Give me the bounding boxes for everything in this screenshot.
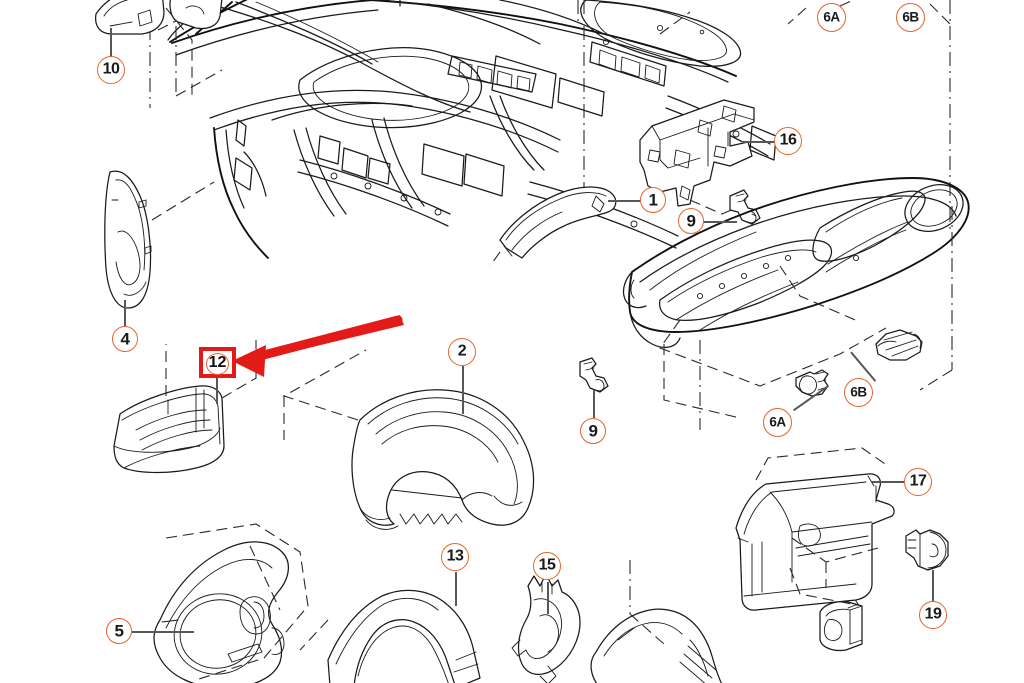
leader-line-19 xyxy=(932,570,934,602)
leader-line-9-upper xyxy=(703,221,737,223)
leader-line-16 xyxy=(742,141,776,143)
bottom-centre-bracket xyxy=(590,560,722,683)
callout-16[interactable]: 16 xyxy=(774,127,802,155)
callout-5-label: 5 xyxy=(114,621,124,640)
callout-10-label: 10 xyxy=(102,60,120,78)
callout-6A[interactable]: 6A xyxy=(763,408,792,437)
leader-line-10 xyxy=(110,28,112,58)
part-17-glovebox-housing xyxy=(735,447,895,611)
callout-2[interactable]: 2 xyxy=(448,338,476,366)
part-19-rotary-damper xyxy=(905,529,949,571)
leader-line-17 xyxy=(872,481,906,483)
callout-2-label: 2 xyxy=(457,342,467,360)
leader-line-5 xyxy=(132,631,194,633)
red-arrow-shaft xyxy=(247,315,403,363)
callout-4-label: 4 xyxy=(120,329,130,348)
callout-19-label: 19 xyxy=(924,605,942,623)
part-9-screw-lower xyxy=(579,357,609,393)
callout-9-lower-label: 9 xyxy=(588,421,598,440)
part-15-clip-bracket xyxy=(511,573,581,683)
leader-line-1 xyxy=(608,200,642,202)
callout-6A-label: 6A xyxy=(769,414,786,430)
bottom-right-small-bracket xyxy=(819,597,863,652)
callout-9-upper-label: 9 xyxy=(686,211,696,230)
callout-9-upper[interactable]: 9 xyxy=(678,208,704,234)
callout-17[interactable]: 17 xyxy=(904,468,932,496)
callout-13-label: 13 xyxy=(446,547,464,565)
leader-line-2 xyxy=(462,366,464,414)
callout-6B-top-label: 6B xyxy=(902,9,919,25)
callout-9-lower[interactable]: 9 xyxy=(580,418,606,444)
callout-1[interactable]: 1 xyxy=(640,187,666,213)
callout-6A-top[interactable]: 6A xyxy=(817,3,846,32)
callout-1-label: 1 xyxy=(648,190,658,209)
callout-19[interactable]: 19 xyxy=(919,601,947,629)
callout-5[interactable]: 5 xyxy=(106,618,132,644)
part-5-column-lower-shroud xyxy=(153,523,309,683)
callout-17-label: 17 xyxy=(909,472,927,490)
leader-line-13 xyxy=(455,572,457,606)
leader-line-12 xyxy=(216,378,218,404)
callout-15[interactable]: 15 xyxy=(533,552,561,580)
part-1-curved-trim-strip xyxy=(489,186,617,267)
callout-13[interactable]: 13 xyxy=(441,543,469,571)
callout-16-label: 16 xyxy=(779,131,797,149)
part-10-upper-trim-end-cap xyxy=(94,0,223,96)
callout-6A-top-label: 6A xyxy=(823,9,840,25)
part-12-storage-compartment xyxy=(113,340,257,474)
callout-15-label: 15 xyxy=(538,556,556,574)
leader-line-15 xyxy=(547,582,549,614)
part-4-side-trim-panel xyxy=(104,170,215,309)
part-6B-expanding-rivet xyxy=(875,329,923,361)
callout-6B-top[interactable]: 6B xyxy=(896,3,925,32)
callout-6B-label: 6B xyxy=(850,384,867,400)
callout-4[interactable]: 4 xyxy=(112,326,138,352)
callout-10[interactable]: 10 xyxy=(97,56,125,84)
callout-12-ring-icon xyxy=(206,353,229,375)
part-13-column-upper-shroud xyxy=(299,589,481,683)
right-dashboard-fascia-trim xyxy=(622,177,970,430)
leader-line-4 xyxy=(124,300,126,326)
part-2-cluster-surround xyxy=(282,349,535,530)
red-arrow-head-icon xyxy=(232,345,266,377)
highlighted-part-box-12[interactable]: 12 xyxy=(199,347,236,378)
instrument-panel-carrier xyxy=(149,0,953,259)
callout-12-label: 12 xyxy=(208,353,227,371)
callout-6B[interactable]: 6B xyxy=(844,378,873,407)
leader-line-9-lower xyxy=(593,390,595,418)
